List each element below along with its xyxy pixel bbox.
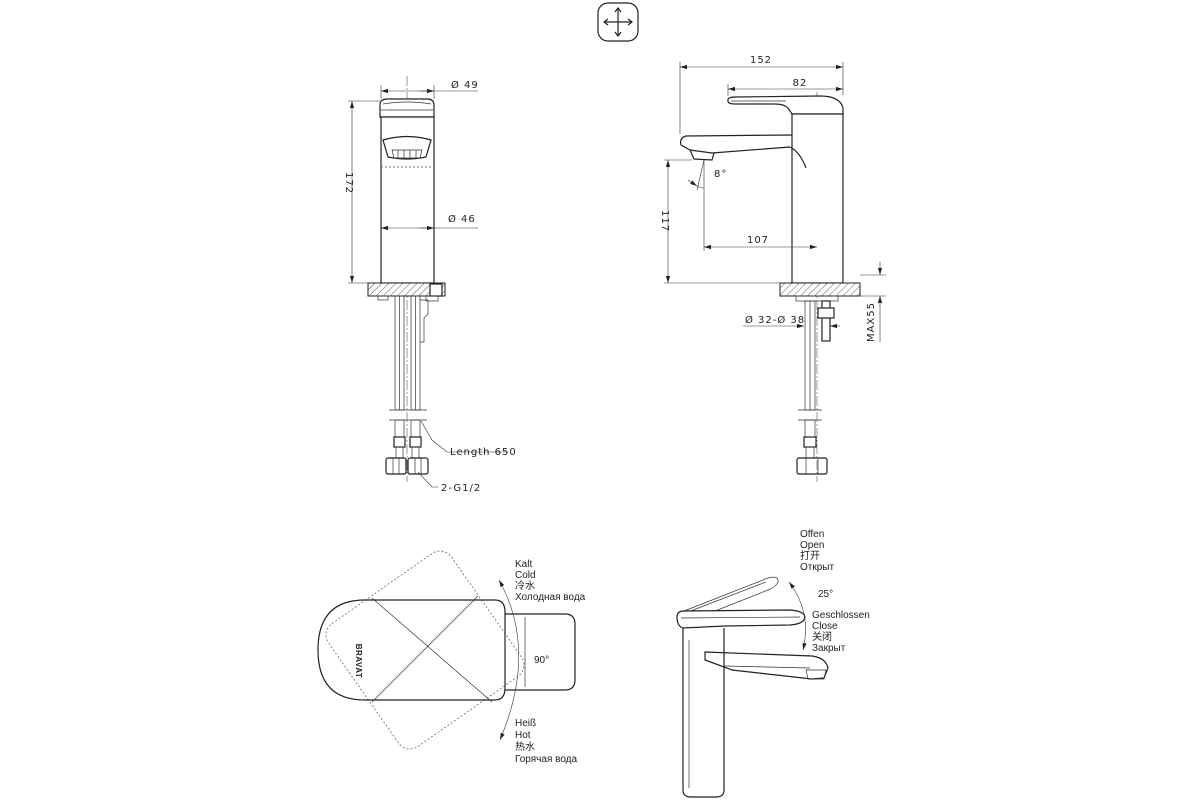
dim-label: Ø 46 [448,213,476,225]
dim-top-diameter: Ø 49 [380,79,479,99]
front-view: Ø 49 172 Ø 46 Length 650 2-G1/2 [343,76,517,494]
open-lever-outline [683,576,779,618]
dim-label: 172 [343,172,354,194]
close-label-ru: Закрыт [812,643,846,654]
mixer-cross-icon [597,2,639,42]
front-hoses-lower [385,419,429,475]
dim-label: Ø 32-Ø 38 [745,314,805,326]
side-break-lines [798,409,822,421]
cold-label-en: Cold [515,570,536,581]
close-labels: Geschlossen Close 关闭 Закрыт [812,610,870,654]
front-fixing-nut [429,283,443,297]
hot-label-de: Heiß [515,718,536,729]
hose-nut [385,457,407,475]
dim-spout-angle: 8° [687,159,727,194]
lever-view: Offen Open 打开 Открыт 25° Geschlossen Clo… [676,529,870,798]
dim-max-thickness: MAX55 [860,262,886,342]
cold-label-ru: Холодная вода [515,592,586,603]
front-handle [379,98,435,118]
lever-view-body [682,628,725,798]
close-label-de: Geschlossen [812,610,870,621]
dim-label: 82 [793,78,808,89]
front-break-lines [389,409,427,421]
dim-label: 2-G1/2 [441,483,481,494]
dim-label: Ø 49 [451,79,479,91]
lever-arc-arrow [788,581,807,651]
rotation-arrow [498,579,520,741]
side-view: 152 82 8° 117 107 [659,55,886,482]
rotated-handle-outline [325,550,525,750]
hot-label-ru: Горячая вода [515,754,578,765]
open-label-zh: 打开 [800,549,820,562]
dim-spout-height: 117 [659,159,780,284]
top-view: BRAVAT Kalt Cold 冷水 Холодная вода 90° He… [317,550,586,765]
hose-nut [407,457,429,475]
side-spout [679,134,807,169]
dim-label: MAX55 [866,302,877,342]
open-label-de: Offen [800,529,824,540]
dim-connection: 2-G1/2 [417,471,481,494]
dim-height: 172 [343,100,380,284]
close-label-zh: 关闭 [812,630,832,643]
dim-mount-hole: Ø 32-Ø 38 [743,314,840,329]
dim-label: 117 [659,210,670,232]
front-base-plate [367,282,446,297]
dim-label: 107 [747,235,769,246]
hose-nut [796,457,828,475]
side-body [791,113,844,284]
dim-label: 8° [714,169,727,180]
front-body [380,116,435,284]
cold-label-zh: 冷水 [515,579,535,592]
dim-label: 152 [750,55,772,66]
dim-lever-length: 82 [727,78,843,96]
fixing-nut [817,307,835,319]
front-hoses-upper [377,295,439,411]
rotation-angle-label: 90° [534,655,549,666]
open-label-ru: Открыт [800,562,834,573]
lever-view-spout [704,651,829,680]
cold-labels: Kalt Cold 冷水 Холодная вода [515,559,586,603]
dim-hose-length: Length 650 [420,420,517,458]
side-hose-lower [796,419,828,475]
dim-overall-length: 152 [679,55,844,134]
front-spout-outlet [382,135,432,160]
handle-body [317,599,506,701]
hot-label-zh: 热水 [515,740,535,753]
side-base-plate [779,282,861,297]
closed-lever [676,609,806,629]
lever-angle-label: 25° [818,589,833,600]
hot-labels: Heiß Hot 热水 Горячая вода [515,718,578,765]
dim-label: Length 650 [450,447,517,458]
dim-body-diameter: Ø 46 [381,213,478,231]
lever-tip [505,613,576,691]
side-hose-upper [795,295,839,411]
open-label-en: Open [800,540,824,551]
handle-diagonals [371,595,493,703]
cold-label-de: Kalt [515,559,532,570]
dim-spout-reach: 107 [703,194,817,251]
close-label-en: Close [812,621,838,632]
open-labels: Offen Open 打开 Открыт [800,529,834,573]
fixing-bolt [821,300,831,342]
hot-label-en: Hot [515,730,531,741]
brand-logo: BRAVAT [354,644,363,679]
